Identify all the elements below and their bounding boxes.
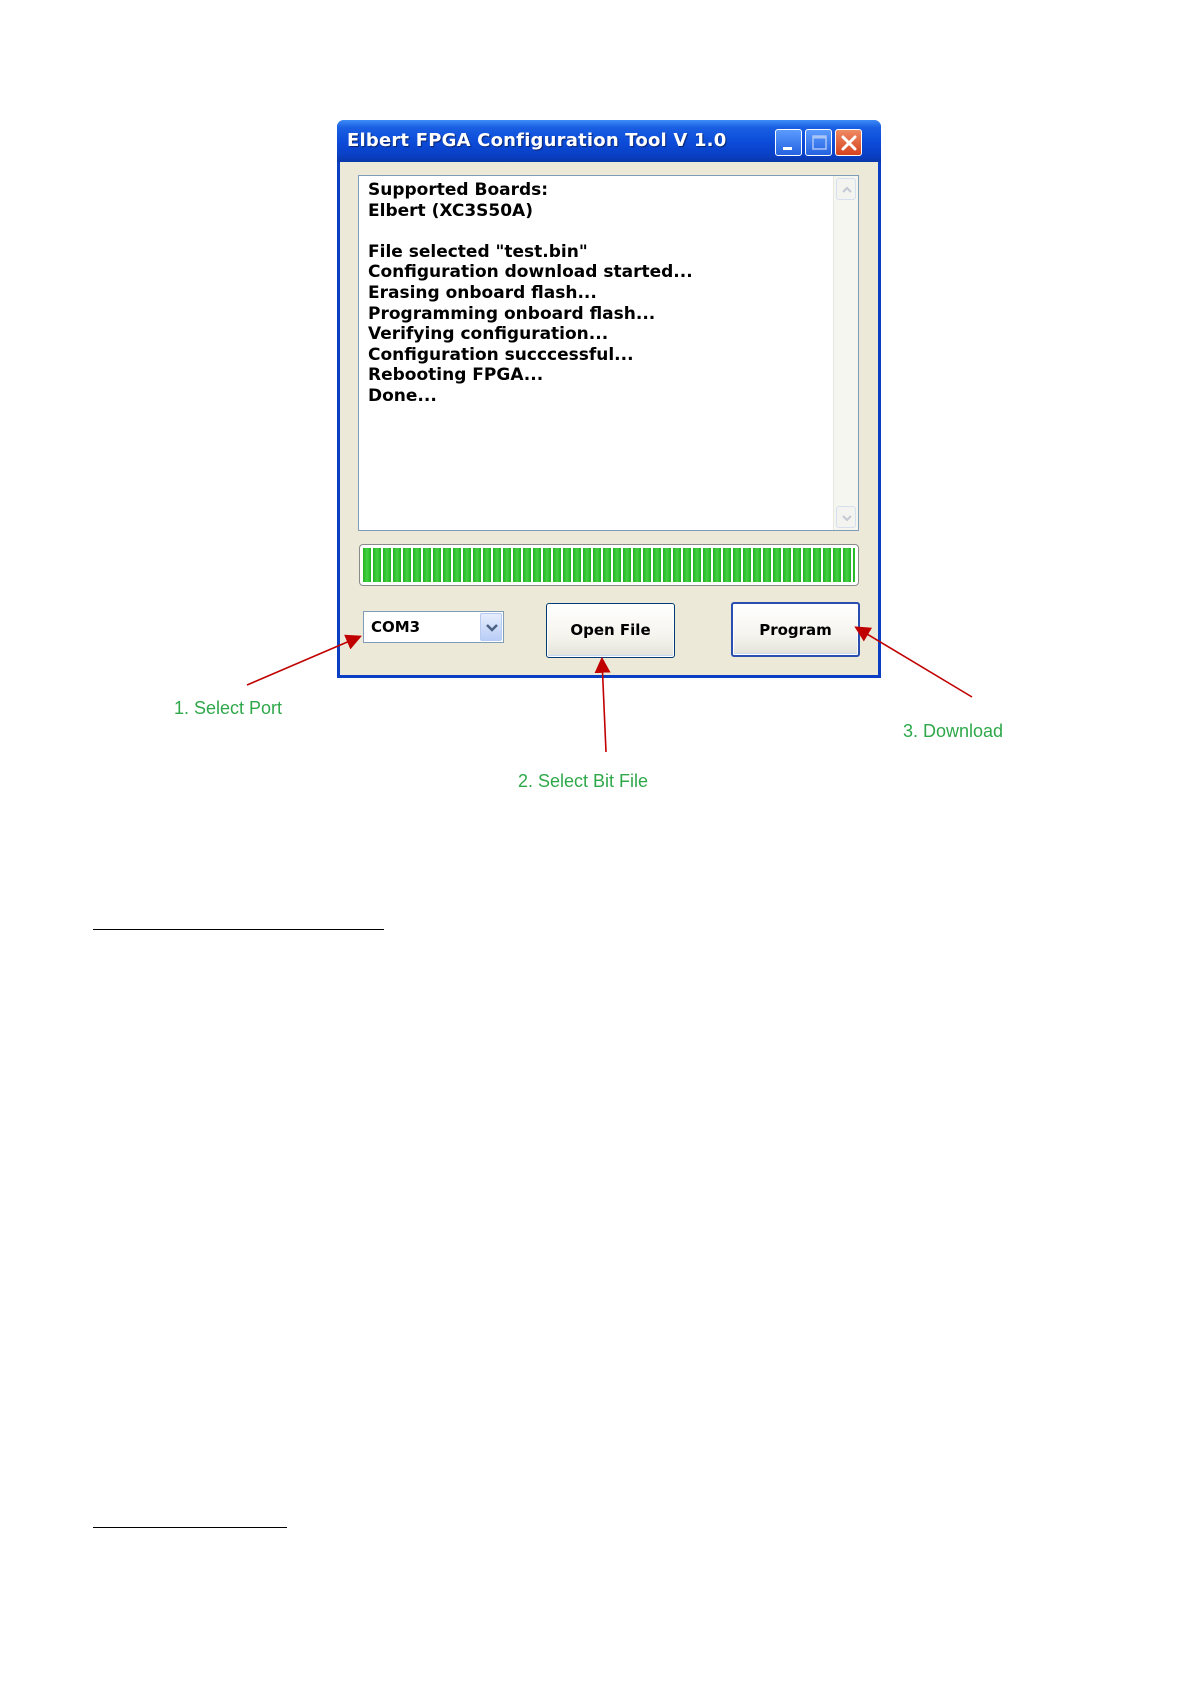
log-line: Supported Boards: [368, 180, 549, 200]
chevron-down-icon [486, 624, 498, 632]
chevron-up-icon [842, 186, 852, 193]
log-output[interactable]: Supported Boards:Elbert (XC3S50A) File se… [358, 175, 859, 531]
log-line: Verifying configuration... [368, 324, 609, 345]
program-button[interactable]: Program [731, 602, 860, 657]
log-line: File selected "test.bin" [368, 241, 588, 262]
config-tool-window: Elbert FPGA Configuration Tool V 1.0 Sup… [337, 120, 881, 678]
log-line: Erasing onboard flash... [368, 282, 597, 303]
port-select[interactable]: COM3 [363, 611, 504, 643]
arrow-select-bit-file [594, 656, 611, 753]
footnote-divider [93, 1527, 287, 1528]
minimize-icon [783, 147, 792, 150]
port-select-value: COM3 [371, 618, 421, 636]
close-icon [841, 135, 857, 151]
step3-label: 3. Download [903, 721, 1004, 741]
log-line: Configuration download started... [368, 262, 693, 283]
title-bar[interactable]: Elbert FPGA Configuration Tool V 1.0 [337, 120, 881, 162]
arrow-select-port [246, 634, 362, 686]
arrow-download [854, 626, 973, 698]
progress-bar [359, 544, 859, 586]
log-line: Configuration succcessful... [368, 344, 634, 365]
progress-fill [363, 548, 855, 582]
window-title: Elbert FPGA Configuration Tool V 1.0 [347, 130, 727, 151]
scroll-down-button[interactable] [836, 506, 856, 528]
annotation-arrows [246, 626, 973, 753]
chevron-down-icon [842, 515, 852, 522]
maximize-button[interactable] [805, 129, 832, 156]
maximize-icon [812, 135, 827, 150]
minimize-button[interactable] [775, 129, 802, 156]
step1-label: 1. Select Port [174, 698, 283, 718]
step2-label: 2. Select Bit File [518, 771, 649, 791]
log-line: Programming onboard flash... [368, 303, 656, 324]
log-line: Elbert (XC3S50A) [368, 200, 533, 221]
port-dropdown-button[interactable] [480, 613, 502, 641]
log-lines: Supported Boards:Elbert (XC3S50A) File se… [368, 180, 828, 407]
scroll-up-button[interactable] [836, 178, 856, 200]
footnote-divider [93, 929, 384, 930]
log-line: Done... [368, 385, 437, 406]
log-line: Rebooting FPGA... [368, 365, 544, 386]
open-file-button[interactable]: Open File [546, 603, 675, 658]
vertical-scrollbar[interactable] [833, 176, 858, 530]
close-button[interactable] [835, 129, 862, 156]
